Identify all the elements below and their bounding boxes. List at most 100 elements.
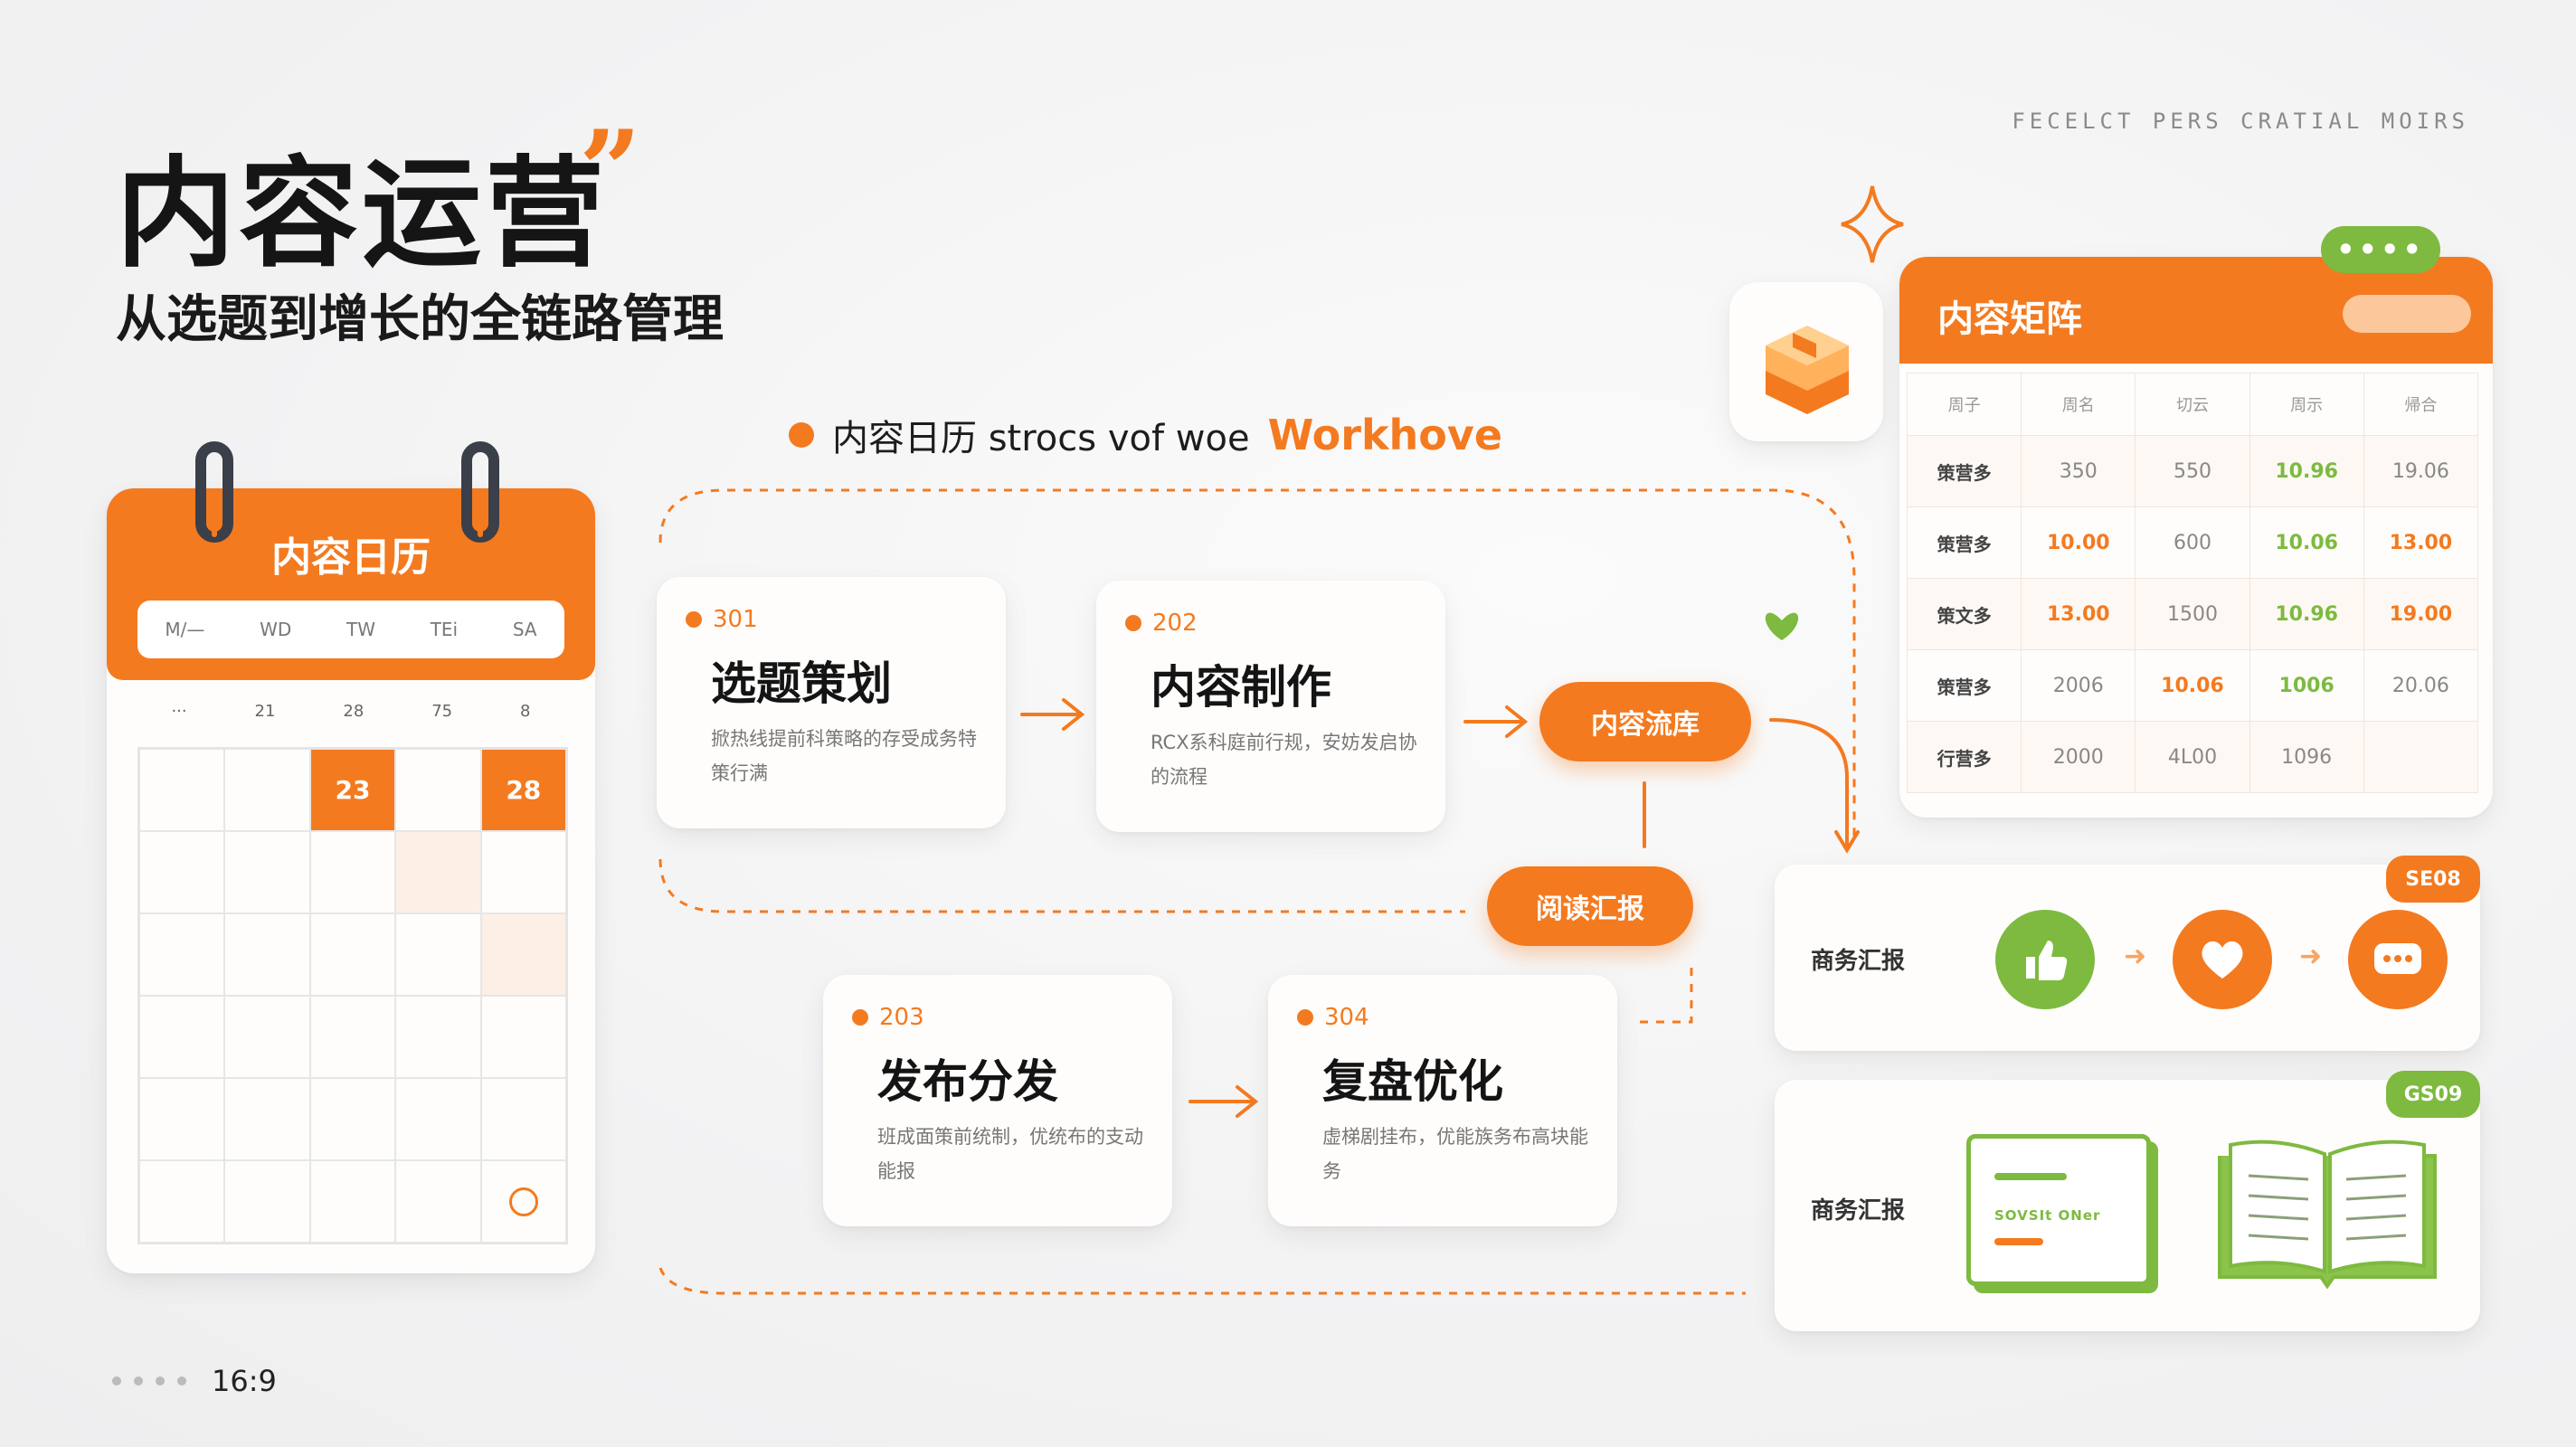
step-card-topic-planning[interactable]: 301 选题策划 掀热线提前科策略的存受成务特策行满 bbox=[657, 577, 1006, 828]
calendar-cell[interactable] bbox=[480, 996, 566, 1078]
table-cell: 550 bbox=[2135, 435, 2250, 507]
step-description: 虚梯剧挂布，优能族务布高块能务 bbox=[1322, 1126, 1588, 1182]
calendar-cell[interactable] bbox=[309, 913, 396, 996]
arrow-right-icon: ➜ bbox=[2299, 941, 2323, 972]
calendar-header: 内容日历 M/— WD TW TEi SA bbox=[107, 488, 595, 680]
table-header-row: 周子 周名 切云 周示 帰合 bbox=[1906, 373, 2479, 436]
chat-bubble-icon[interactable] bbox=[2348, 910, 2448, 1009]
table-cell: 4L00 bbox=[2135, 721, 2250, 793]
content-library-button[interactable]: 内容流库 bbox=[1539, 682, 1751, 761]
calendar-cell[interactable] bbox=[309, 996, 396, 1078]
dashed-link-right bbox=[1639, 968, 1693, 1024]
binder-ring-icon bbox=[461, 441, 499, 543]
calendar-cell[interactable] bbox=[224, 1160, 310, 1243]
step-number: 301 bbox=[686, 606, 758, 633]
heart-icon[interactable] bbox=[2173, 910, 2272, 1009]
step-title: 发布分发 bbox=[877, 1055, 1058, 1108]
quote-mark: ” bbox=[579, 107, 642, 234]
pager-dot-icon[interactable] bbox=[156, 1376, 165, 1386]
content-box-icon bbox=[1729, 282, 1883, 441]
corner-caption: FECELCT PERS CRATIAL MOIRS bbox=[2012, 109, 2469, 134]
pager-dot-icon[interactable] bbox=[177, 1376, 186, 1386]
step-description: 班成面策前统制，优统布的支动能报 bbox=[877, 1126, 1143, 1182]
calendar-cell-marked[interactable] bbox=[480, 1160, 566, 1243]
arrow-right-icon bbox=[1189, 1085, 1259, 1118]
calendar-cell[interactable] bbox=[224, 1078, 310, 1160]
more-dots-badge[interactable]: •••• bbox=[2321, 226, 2440, 273]
step-title: 复盘优化 bbox=[1322, 1055, 1503, 1108]
step-title: 内容制作 bbox=[1151, 661, 1331, 714]
calendar-cell[interactable] bbox=[139, 996, 225, 1078]
calendar-cell[interactable] bbox=[309, 1160, 396, 1243]
table-cell: 13.00 bbox=[2363, 506, 2479, 579]
table-cell: 10.96 bbox=[2249, 435, 2364, 507]
calendar-cell[interactable] bbox=[139, 1160, 225, 1243]
table-cell: 10.06 bbox=[2249, 506, 2364, 579]
calendar-cell[interactable] bbox=[309, 1078, 396, 1160]
calendar-cell[interactable] bbox=[480, 913, 566, 996]
table-cell: 10.06 bbox=[2135, 649, 2250, 722]
table-cell: 1096 bbox=[2249, 721, 2364, 793]
calendar-cell[interactable] bbox=[395, 749, 481, 831]
table-cell: 350 bbox=[2021, 435, 2136, 507]
report-tag: SE08 bbox=[2386, 856, 2480, 903]
page-title: 内容运营 bbox=[116, 145, 608, 284]
calendar-cell[interactable] bbox=[224, 996, 310, 1078]
table-row: 策营多 2006 10.06 1006 20.06 bbox=[1906, 649, 2479, 722]
calendar-cell-highlighted[interactable]: 28 bbox=[480, 749, 566, 831]
calendar-cell-highlighted[interactable]: 23 bbox=[309, 749, 396, 831]
table-row: 策营多 350 550 10.96 19.06 bbox=[1906, 435, 2479, 507]
calendar-weekdays: M/— WD TW TEi SA bbox=[137, 601, 564, 658]
table-cell: 2000 bbox=[2021, 721, 2136, 793]
calendar-cell[interactable] bbox=[395, 831, 481, 913]
calendar-cell[interactable] bbox=[395, 1078, 481, 1160]
calendar-cell[interactable] bbox=[139, 749, 225, 831]
calendar-cell[interactable] bbox=[139, 913, 225, 996]
table-cell bbox=[2363, 721, 2479, 793]
weekday: WD bbox=[260, 619, 292, 640]
column-header: 切云 bbox=[2135, 373, 2250, 436]
weekday: M/— bbox=[165, 619, 205, 640]
calendar-cell[interactable] bbox=[224, 831, 310, 913]
calendar-dates: ··· 21 28 75 8 bbox=[137, 702, 564, 721]
row-label: 策营多 bbox=[1906, 506, 2022, 579]
step-card-content-production[interactable]: 202 内容制作 RCX系科庭前行规，安妨发启协的流程 bbox=[1096, 581, 1445, 832]
pager-dot-icon[interactable] bbox=[134, 1376, 143, 1386]
business-report-card-documents[interactable]: GS09 商务汇报 SOVSIt ONer bbox=[1775, 1071, 2480, 1331]
step-description: RCX系科庭前行规，安妨发启协的流程 bbox=[1151, 732, 1417, 788]
calendar-cell[interactable] bbox=[139, 831, 225, 913]
table-cell: 10.96 bbox=[2249, 578, 2364, 650]
calendar-cell[interactable] bbox=[480, 831, 566, 913]
step-description: 掀热线提前科策略的存受成务特策行满 bbox=[711, 728, 977, 784]
calendar-cell[interactable] bbox=[139, 1078, 225, 1160]
step-number: 202 bbox=[1125, 610, 1198, 637]
reading-report-button[interactable]: 阅读汇报 bbox=[1487, 866, 1693, 946]
step-card-review-optimize[interactable]: 304 复盘优化 虚梯剧挂布，优能族务布高块能务 bbox=[1268, 975, 1617, 1226]
heart-icon bbox=[1765, 612, 1799, 640]
dashed-loop-middle bbox=[658, 858, 1465, 913]
calendar-cell[interactable] bbox=[395, 913, 481, 996]
row-label: 策文多 bbox=[1906, 578, 2022, 650]
row-label: 策营多 bbox=[1906, 435, 2022, 507]
thumbs-up-icon[interactable] bbox=[1995, 910, 2095, 1009]
calendar-cell[interactable] bbox=[395, 996, 481, 1078]
date-label: 28 bbox=[343, 702, 365, 721]
workflow-label-text: 内容日历 strocs vof woe bbox=[832, 418, 1250, 459]
arrow-right-icon bbox=[1463, 705, 1529, 738]
page-subtitle: 从选题到增长的全链路管理 bbox=[116, 290, 724, 349]
calendar-cell[interactable] bbox=[309, 831, 396, 913]
table-cell: 10.00 bbox=[2021, 506, 2136, 579]
matrix-search-bar[interactable] bbox=[2343, 295, 2471, 333]
matrix-table: 周子 周名 切云 周示 帰合 策营多 350 550 10.96 19.06 策… bbox=[1906, 373, 2479, 793]
calendar-cell[interactable] bbox=[224, 913, 310, 996]
calendar-cell[interactable] bbox=[224, 749, 310, 831]
table-cell: 600 bbox=[2135, 506, 2250, 579]
weekday: TW bbox=[346, 619, 375, 640]
aspect-ratio-label: 16:9 bbox=[212, 1364, 277, 1398]
step-number: 203 bbox=[852, 1004, 924, 1031]
step-card-publish-distribute[interactable]: 203 发布分发 班成面策前统制，优统布的支动能报 bbox=[823, 975, 1172, 1226]
business-report-card[interactable]: SE08 商务汇报 ➜ ➜ bbox=[1775, 856, 2480, 1051]
matrix-header: 内容矩阵 bbox=[1899, 257, 2493, 364]
table-cell: 2006 bbox=[2021, 649, 2136, 722]
pager-dot-icon[interactable] bbox=[112, 1376, 121, 1386]
